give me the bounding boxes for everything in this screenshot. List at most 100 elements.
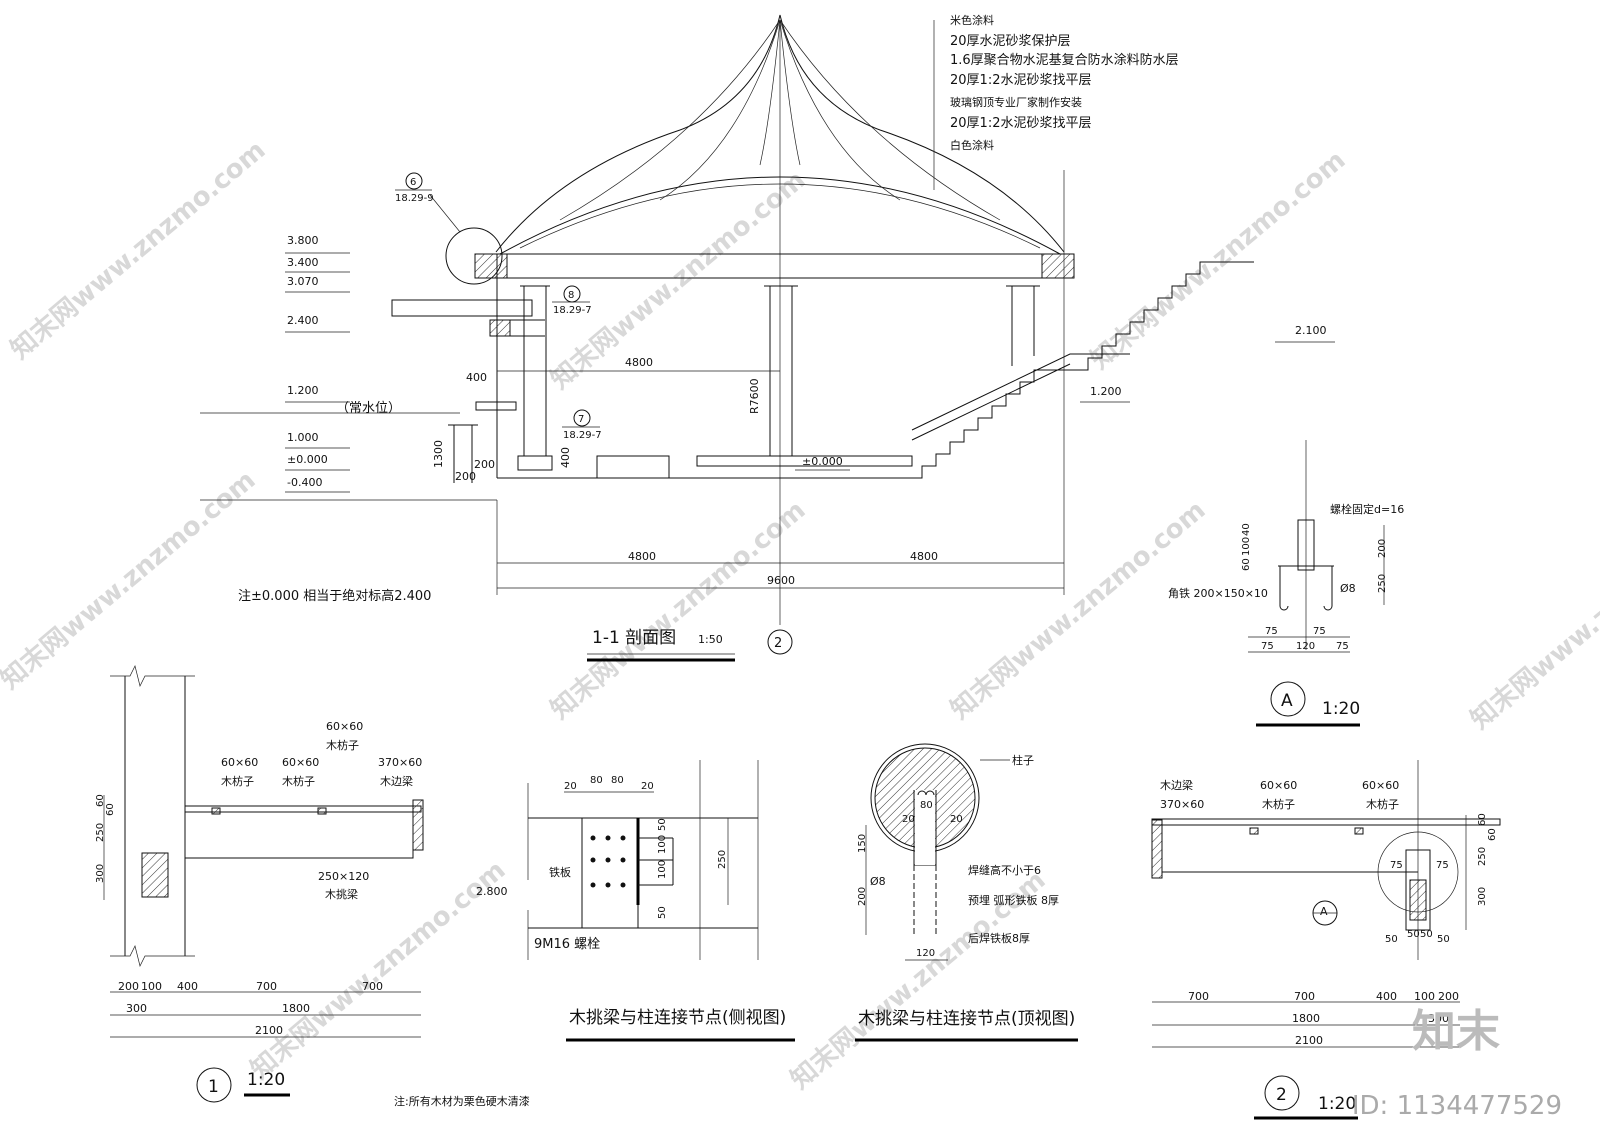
detail-1-label: 1 <box>208 1077 219 1097</box>
section-title: 1-1 剖面图 <box>592 628 676 648</box>
axis-bubble <box>767 629 793 655</box>
d1-column <box>124 676 186 956</box>
stair-handrail <box>911 353 1130 431</box>
svg-text:60: 60 <box>1477 813 1488 826</box>
svg-text:木边梁: 木边梁 <box>380 774 413 788</box>
rebar-label: Ø8 <box>1340 582 1356 595</box>
svg-text:250: 250 <box>1377 574 1388 593</box>
detail-2-bubble <box>1264 1075 1300 1111</box>
watermark: 知末网www.znzmo.com <box>5 135 271 365</box>
pond-coping <box>475 401 517 411</box>
dim-200b: 200 <box>455 470 476 483</box>
svg-text:120: 120 <box>1296 641 1315 652</box>
svg-text:50: 50 <box>1407 929 1420 940</box>
detail-circle-6 <box>445 227 503 285</box>
dome-outer <box>495 14 1065 253</box>
svg-text:700: 700 <box>1294 990 1315 1003</box>
svg-text:50: 50 <box>1420 929 1433 940</box>
watermark: 知末网www.znzmo.com <box>945 495 1211 725</box>
svg-text:200: 200 <box>1377 539 1388 558</box>
svg-text:18.29-7: 18.29-7 <box>563 430 602 441</box>
svg-text:700: 700 <box>256 980 277 993</box>
svg-text:60: 60 <box>1487 828 1498 841</box>
svg-text:200: 200 <box>118 980 139 993</box>
svg-text:75: 75 <box>1436 860 1449 871</box>
watermark: 知末网www.znzmo.com <box>1085 145 1351 375</box>
elev-3070: 3.070 <box>287 275 319 288</box>
svg-text:120: 120 <box>916 948 935 959</box>
dim-1300: 1300 <box>432 440 445 468</box>
svg-text:80: 80 <box>590 775 603 786</box>
watermark: 知末网www.znzmo.com <box>1465 505 1600 735</box>
dim-400: 400 <box>466 371 487 384</box>
svg-text:200: 200 <box>1438 990 1459 1003</box>
section-note: 注±0.000 相当于绝对标高2.400 <box>238 588 431 604</box>
svg-text:200: 200 <box>857 887 868 906</box>
svg-text:50: 50 <box>657 818 668 831</box>
detail-a-label: A <box>1281 691 1293 711</box>
svg-text:木枋子: 木枋子 <box>221 774 254 788</box>
dim-400b: 400 <box>559 447 572 468</box>
eave-beam-right <box>1041 253 1075 279</box>
stair-elev-top: 2.100 <box>1295 324 1327 337</box>
detail-1: 60×60 木枋子 60×60 木枋子 60×60 木枋子 370×60 木边梁… <box>95 664 530 1108</box>
svg-text:20: 20 <box>902 814 915 825</box>
svg-text:60×60: 60×60 <box>221 756 258 769</box>
svg-text:100: 100 <box>1241 537 1252 556</box>
axis-number: 2 <box>774 636 782 651</box>
detail-2-label: 2 <box>1276 1085 1287 1105</box>
dim-4800-left: 4800 <box>628 550 656 563</box>
svg-text:1.6厚聚合物水泥基复合防水涂料防水层: 1.6厚聚合物水泥基复合防水涂料防水层 <box>950 52 1179 68</box>
planter <box>596 455 670 479</box>
svg-text:75: 75 <box>1265 626 1278 637</box>
svg-text:2100: 2100 <box>1295 1034 1323 1047</box>
elev-3800: 3.800 <box>287 234 319 247</box>
svg-text:木挑梁: 木挑梁 <box>325 887 358 901</box>
svg-text:米色涂料: 米色涂料 <box>950 13 994 27</box>
svg-text:100: 100 <box>1414 990 1435 1003</box>
svg-text:18.29-7: 18.29-7 <box>553 305 592 316</box>
weld-label: 焊缝高不小于6 <box>968 863 1041 877</box>
svg-text:20厚1:2水泥砂浆找平层: 20厚1:2水泥砂浆找平层 <box>950 73 1091 88</box>
floor-elev: ±0.000 <box>802 455 843 468</box>
svg-text:150: 150 <box>857 834 868 853</box>
svg-text:60×60: 60×60 <box>1260 779 1297 792</box>
svg-text:100: 100 <box>141 980 162 993</box>
svg-text:木枋子: 木枋子 <box>282 774 315 788</box>
svg-text:60: 60 <box>1241 558 1252 571</box>
svg-text:75: 75 <box>1261 641 1274 652</box>
svg-text:50: 50 <box>1437 934 1450 945</box>
detail-1-note: 注:所有木材为栗色硬木清漆 <box>394 1094 530 1108</box>
detail-a: 螺栓固定d=16 角铁 200×150×10 Ø8 40 100 60 200 … <box>1168 440 1404 727</box>
svg-text:50: 50 <box>657 906 668 919</box>
bolt-label: 螺栓固定d=16 <box>1330 502 1404 516</box>
svg-text:370×60: 370×60 <box>378 756 422 769</box>
svg-text:白色涂料: 白色涂料 <box>950 138 994 152</box>
svg-text:20: 20 <box>564 781 577 792</box>
svg-text:玻璃钢顶专业厂家制作安装: 玻璃钢顶专业厂家制作安装 <box>950 95 1082 109</box>
svg-text:300: 300 <box>95 864 106 883</box>
brand-watermark: 知末 <box>1412 1006 1500 1057</box>
svg-text:18.29-9: 18.29-9 <box>395 193 434 204</box>
image-id: ID: 1134477529 <box>1351 1091 1562 1121</box>
svg-text:20: 20 <box>950 814 963 825</box>
svg-text:700: 700 <box>1188 990 1209 1003</box>
svg-text:370×60: 370×60 <box>1160 798 1204 811</box>
watermark: 知末网www.znzmo.com <box>545 495 811 725</box>
elev-3400: 3.400 <box>287 256 319 269</box>
callout-7 <box>573 409 591 427</box>
svg-text:20厚1:2水泥砂浆找平层: 20厚1:2水泥砂浆找平层 <box>950 116 1091 131</box>
svg-text:80: 80 <box>920 800 933 811</box>
dim-200a: 200 <box>474 458 495 471</box>
elevation-marks: 3.800 3.400 3.070 2.400 1.200 （常水位） 1.00… <box>285 234 401 493</box>
svg-text:60: 60 <box>95 794 106 807</box>
watermark-layer: 知末网www.znzmo.com 知末网www.znzmo.com 知末网www… <box>0 135 1600 1095</box>
svg-text:300: 300 <box>1428 1012 1449 1025</box>
canopy-board <box>391 299 533 317</box>
svg-text:250: 250 <box>717 850 728 869</box>
dim-radius: R7600 <box>748 378 761 414</box>
svg-text:400: 400 <box>177 980 198 993</box>
elev-0000: ±0.000 <box>287 453 328 466</box>
side-view-title: 木挑梁与柱连接节点(侧视图) <box>569 1008 786 1028</box>
svg-text:A: A <box>1320 905 1328 918</box>
